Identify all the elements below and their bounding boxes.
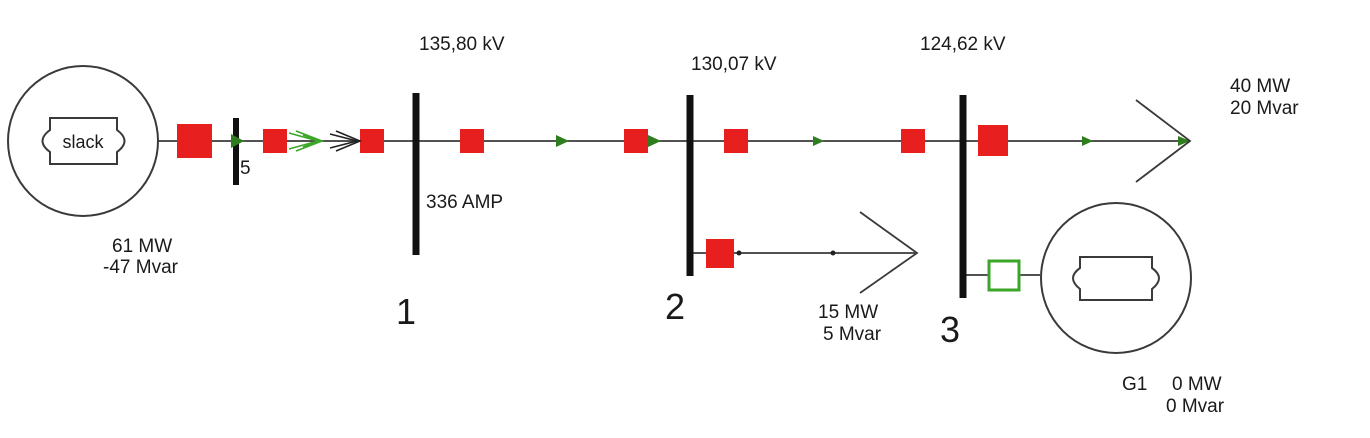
flow-arrow: [1178, 136, 1190, 146]
breaker-line1-2-b[interactable]: [624, 129, 648, 153]
line-current: 336 AMP: [426, 192, 504, 213]
g1-mvar: 0 Mvar: [1166, 396, 1225, 417]
flow-arrow: [813, 136, 824, 146]
load-bus3-symbol[interactable]: [1135, 99, 1192, 183]
breaker-line1-2-a[interactable]: [460, 129, 484, 153]
g1-label: G1: [1122, 374, 1148, 395]
bus-3-number: 3: [940, 309, 961, 350]
breaker-line2-3-b[interactable]: [901, 129, 925, 153]
breaker-load2[interactable]: [706, 239, 734, 268]
breaker-line2-3-a[interactable]: [724, 129, 748, 153]
load-bus2-mw: 15 MW: [818, 302, 879, 323]
slack-generator[interactable]: slack: [7, 65, 159, 217]
bus-2-number: 2: [665, 286, 686, 327]
slack-mvar: -47 Mvar: [103, 257, 178, 278]
load-bus2-symbol[interactable]: [859, 211, 919, 294]
bus-2-voltage: 130,07 kV: [691, 54, 777, 75]
g1-mw: 0 MW: [1172, 374, 1222, 395]
load-bus3-mw: 40 MW: [1230, 76, 1291, 97]
slack-generator-label: slack: [62, 132, 104, 152]
flow-marker: [736, 250, 742, 256]
load-bus2-mvar: 5 Mvar: [823, 324, 882, 345]
g1-generator-circle: [1040, 202, 1192, 354]
bus-1-number: 1: [396, 291, 417, 332]
flow-arrows: [231, 134, 1190, 148]
g1-generator-symbol: [1072, 256, 1160, 301]
flow-arrow: [1082, 136, 1093, 146]
breaker-line5-1-a[interactable]: [263, 129, 287, 153]
flow-arrow: [231, 134, 244, 148]
slack-mw: 61 MW: [112, 236, 173, 257]
breaker-g1[interactable]: [987, 259, 1021, 292]
slack-generator-symbol: [41, 117, 126, 165]
load-bus3-mvar: 20 Mvar: [1230, 98, 1299, 119]
g1-generator[interactable]: [1040, 202, 1192, 354]
breaker-line5-1-b[interactable]: [360, 129, 384, 153]
breaker-slack[interactable]: [177, 124, 212, 158]
bus-slack-label: 5: [240, 158, 251, 179]
breaker-load3[interactable]: [978, 125, 1008, 156]
flow-arrow: [648, 135, 661, 147]
bus-1-voltage: 135,80 kV: [419, 34, 505, 55]
flow-marker: [830, 250, 836, 256]
flow-arrow-cluster: [288, 130, 363, 152]
bus-3-voltage: 124,62 kV: [920, 34, 1006, 55]
flow-arrow: [556, 135, 569, 147]
